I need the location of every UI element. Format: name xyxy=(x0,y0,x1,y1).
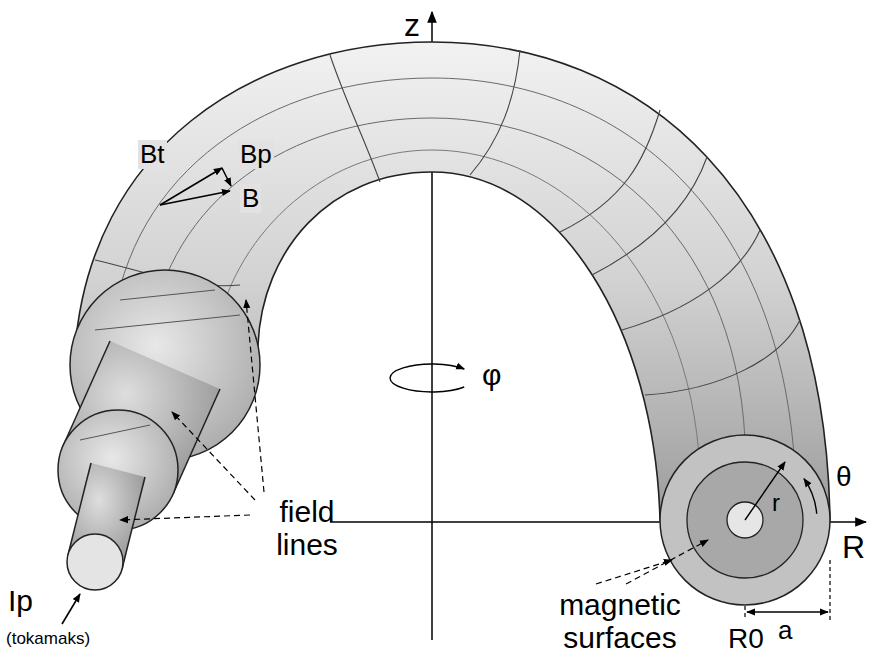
current-arrow xyxy=(62,594,80,624)
leader-line xyxy=(596,560,672,584)
field-line xyxy=(560,110,660,232)
poloidal-field-vector xyxy=(222,168,231,186)
poloidal-angle-arrow xyxy=(804,479,817,514)
field-component-label: Bp xyxy=(238,140,274,169)
major-radius-mark xyxy=(744,606,745,620)
hatch-line xyxy=(120,290,215,300)
angle-label: θ xyxy=(836,462,852,493)
current-label: Ip xyxy=(8,584,33,617)
axis-label: R xyxy=(842,530,865,565)
leader-line xyxy=(172,412,255,500)
callout-label: magnetic surfaces xyxy=(520,588,720,654)
hatch-line xyxy=(80,425,150,440)
leader-line xyxy=(120,515,250,520)
field-component-label: B xyxy=(240,184,261,213)
callout-label: field lines xyxy=(255,495,359,561)
middle-surface-section xyxy=(687,462,803,578)
note-label: (tokamaks) xyxy=(6,630,90,649)
leader-line xyxy=(626,540,708,584)
field-line xyxy=(622,230,760,330)
rod-end-face xyxy=(67,534,123,590)
hatch-line xyxy=(95,315,240,330)
angle-label: φ xyxy=(482,358,501,391)
dimension-label: a xyxy=(778,616,792,645)
dimension-label: R0 xyxy=(728,624,764,655)
field-line xyxy=(330,55,380,182)
field-line xyxy=(470,50,520,175)
field-component-label: Bt xyxy=(138,140,167,169)
minor-radius-arrow xyxy=(745,462,785,520)
field-line xyxy=(645,320,800,395)
leader-line xyxy=(246,300,264,492)
field-line xyxy=(592,157,707,275)
radius-label: r xyxy=(772,490,780,516)
rod-edge xyxy=(122,477,145,569)
surface-line xyxy=(215,150,700,470)
axis-label: z xyxy=(404,8,420,43)
toroidal-angle-arrow xyxy=(390,364,464,392)
tube-edge xyxy=(173,389,220,494)
dimension-arrow xyxy=(747,611,828,612)
outer-surface-section xyxy=(660,435,830,605)
dimension-extension xyxy=(829,560,830,620)
total-field-vector xyxy=(160,191,230,205)
